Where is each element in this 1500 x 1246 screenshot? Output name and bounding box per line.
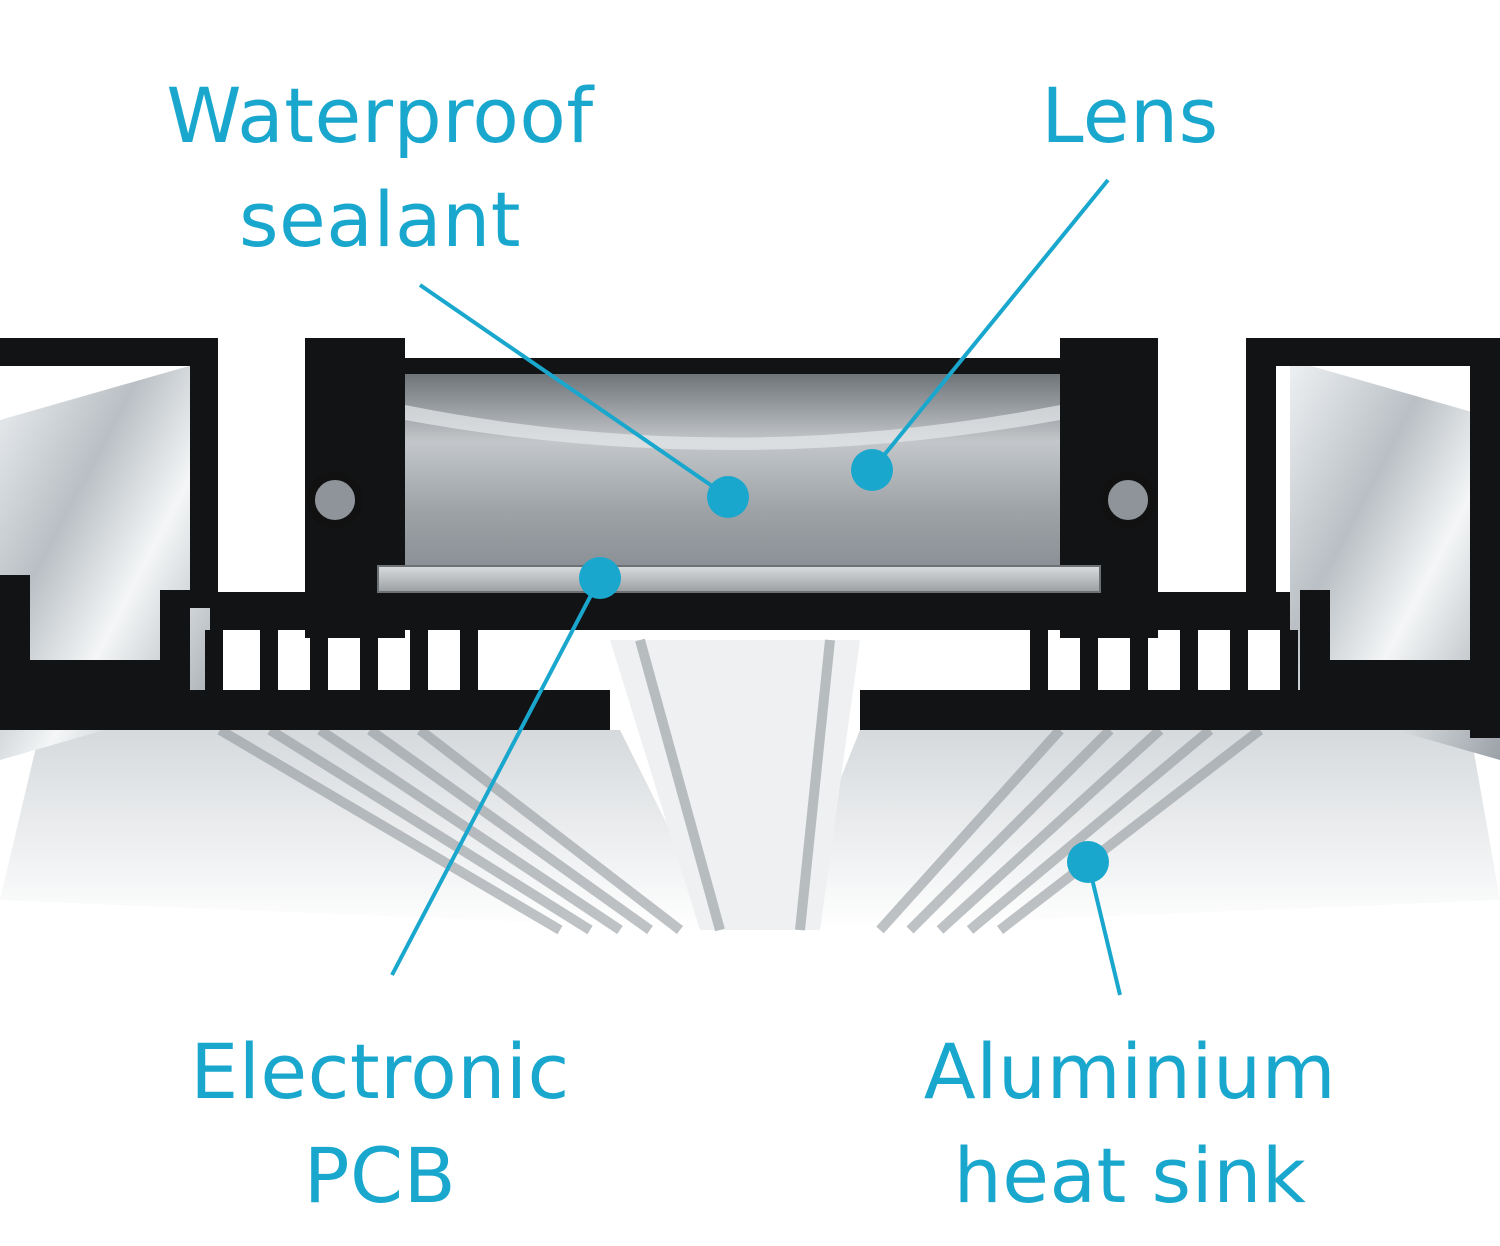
label-aluminium-heat-sink: Aluminium heat sink [880,1020,1380,1228]
lens-marker [851,449,893,491]
label-lens: Lens [980,64,1280,168]
label-line: sealant [238,175,522,264]
sealant-marker [707,476,749,518]
screw-hole-left [307,472,363,528]
lens-window [405,374,1060,568]
pcb-marker [579,557,621,599]
heatsink-marker [1067,841,1109,883]
callout-leaders [390,178,1122,996]
label-line: PCB [303,1131,457,1220]
label-line: Lens [1041,71,1219,160]
callout-dots [579,449,1109,883]
label-line: Waterproof [166,71,594,160]
label-line: heat sink [953,1131,1307,1220]
label-waterproof-sealant: Waterproof sealant [120,64,640,272]
label-line: Aluminium [923,1027,1337,1116]
label-line: Electronic [190,1027,570,1116]
screw-hole-right [1100,472,1156,528]
label-electronic-pcb: Electronic PCB [150,1020,610,1228]
fin-perspective [0,638,1500,935]
pcb-board [377,565,1101,593]
